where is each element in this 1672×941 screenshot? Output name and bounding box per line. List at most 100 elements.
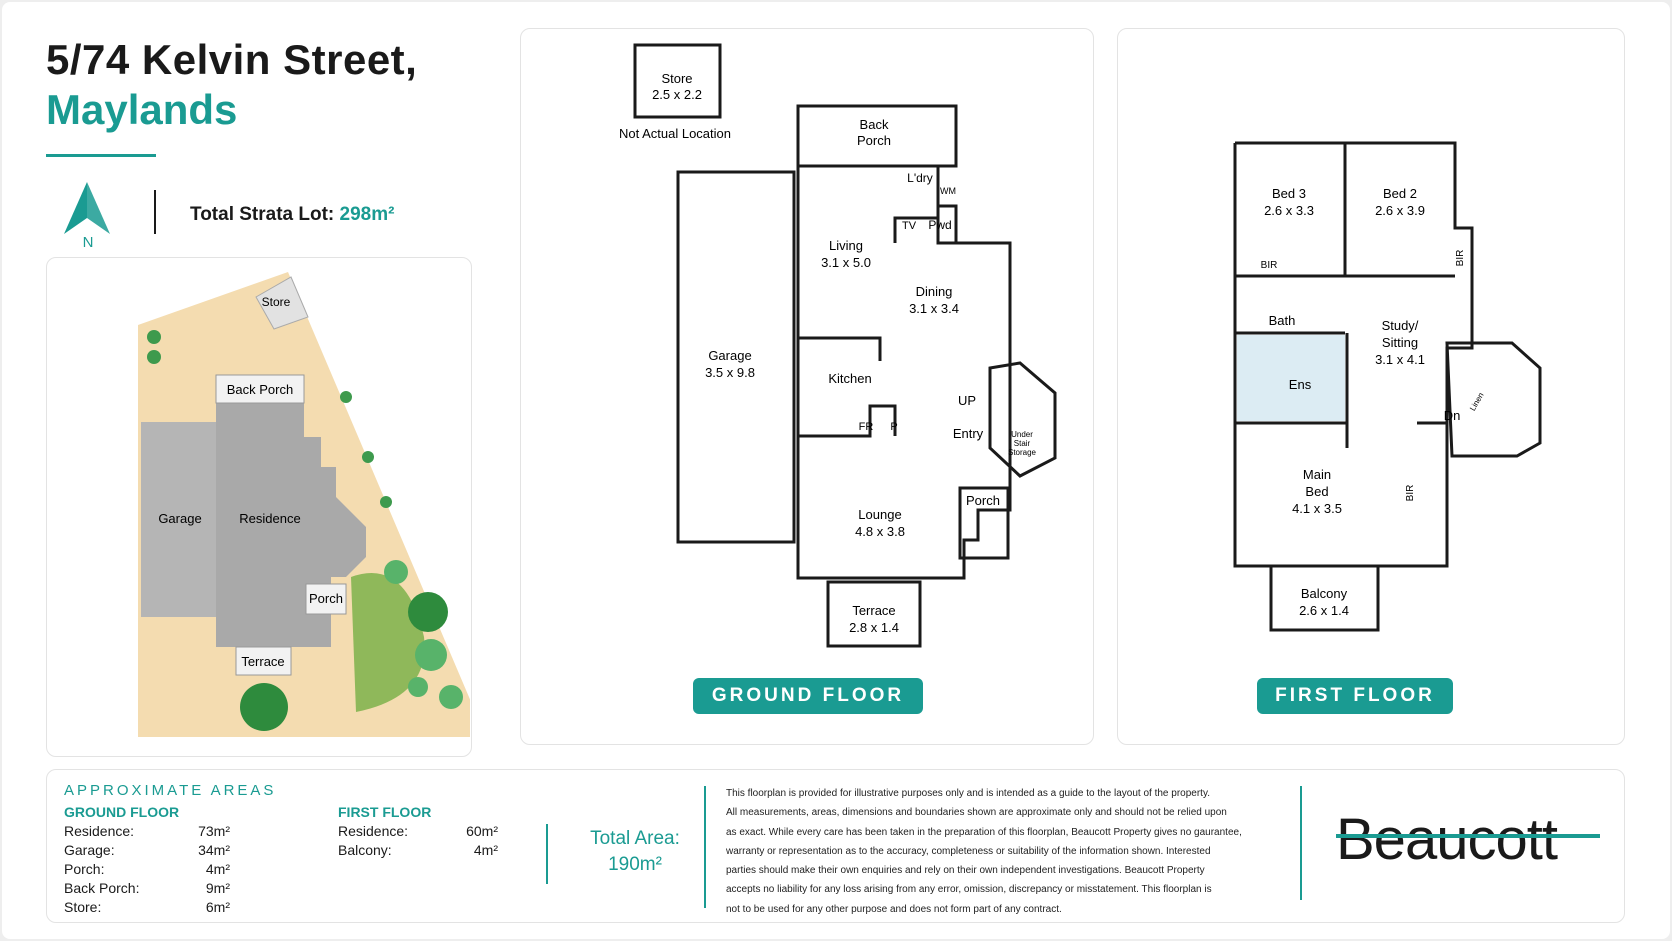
ff-study-1: Study/ (1382, 318, 1419, 333)
disclaimer-separator-right (1300, 786, 1302, 900)
gf-entry: Entry (953, 426, 984, 441)
strata-value: 298m² (339, 204, 395, 225)
area-row-label: Back Porch: (64, 880, 140, 896)
ff-bir-2: BIR (1455, 250, 1466, 267)
disclaimer-line: not to be used for any other purpose and… (726, 903, 1062, 915)
strata-label: Total Strata Lot: (190, 204, 335, 225)
header-separator (154, 190, 156, 234)
disclaimer-line: parties should make their own enquiries … (726, 865, 1205, 877)
gf-store-note: Not Actual Location (619, 126, 731, 141)
ff-linen: Linen (1468, 391, 1486, 412)
ff-main-2: Bed (1305, 484, 1328, 499)
ff-balcony: Balcony (1301, 586, 1348, 601)
gf-under-1: Under (1011, 430, 1033, 439)
ff-main-dim: 4.1 x 3.5 (1292, 501, 1342, 516)
area-row-value: 4m² (205, 861, 230, 877)
gf-laundry: L'dry (907, 171, 933, 185)
area-row-value: 9m² (205, 880, 230, 896)
area-row-value: 4m² (473, 842, 498, 858)
area-row-label: Residence: (64, 823, 135, 839)
site-residence-label: Residence (239, 511, 300, 526)
area-row-value: 73m² (198, 823, 230, 839)
gf-up: UP (958, 393, 976, 408)
info-panel (46, 769, 1625, 923)
ff-balcony-dim: 2.6 x 1.4 (1299, 603, 1349, 618)
total-area-label: Total Area: (590, 828, 680, 849)
ff-dn: Dn (1444, 408, 1461, 423)
ff-bath: Bath (1269, 313, 1296, 328)
gf-living: Living (829, 238, 863, 253)
ground-floor-button[interactable]: GROUND FLOOR (693, 678, 923, 714)
ff-study-2: Sitting (1382, 335, 1418, 350)
gf-tv: TV (902, 220, 917, 232)
strata-lot: Total Strata Lot: 298m² (190, 204, 394, 226)
beaucott-logo: Beaucott (1336, 807, 1558, 872)
ground-areas-heading: GROUND FLOOR (64, 804, 180, 820)
total-area-value: 190m² (608, 854, 662, 875)
area-row-label: Garage: (64, 842, 115, 858)
gf-lounge-dim: 4.8 x 3.8 (855, 524, 905, 539)
area-row-value: 60m² (466, 823, 498, 839)
title-rule (46, 154, 156, 157)
total-separator (546, 824, 548, 884)
gf-lounge: Lounge (858, 507, 901, 522)
first-floor-plan: Bed 3 2.6 x 3.3 Bed 2 2.6 x 3.9 BIR BIR … (1233, 141, 1542, 632)
ff-bir-3: BIR (1405, 485, 1416, 502)
gf-pantry: P (890, 421, 897, 433)
ground-floor-plan: Store 2.5 x 2.2 Not Actual Location Back… (619, 43, 1057, 648)
first-areas-heading: FIRST FLOOR (338, 804, 432, 820)
first-floor-button[interactable]: FIRST FLOOR (1257, 678, 1453, 714)
gf-kitchen: Kitchen (828, 371, 871, 386)
north-letter: N (83, 234, 94, 250)
disclaimer-line: This floorplan is provided for illustrat… (726, 788, 1210, 799)
total-area: Total Area: 190m² (575, 826, 695, 878)
ff-bed3-dim: 2.6 x 3.3 (1264, 203, 1314, 218)
ground-floor-panel (520, 28, 1094, 745)
disclaimer-line: accepts no liability for any loss arisin… (726, 884, 1212, 896)
area-row-label: Balcony: (338, 842, 392, 858)
north-arrow-icon: N (64, 182, 110, 250)
area-row-label: Porch: (64, 861, 105, 877)
area-row-label: Residence: (338, 823, 409, 839)
disclaimer-separator-left (704, 786, 706, 908)
site-store-label: Store (262, 295, 291, 309)
ff-bed3: Bed 3 (1272, 186, 1306, 201)
site-plan: Store Garage Residence Back Porch Porch … (138, 272, 470, 737)
site-garage-label: Garage (158, 511, 201, 526)
gf-garage-dim: 3.5 x 9.8 (705, 365, 755, 380)
disclaimer-line: as exact. While every care has been take… (726, 826, 1242, 838)
logo-accent-bar (1336, 834, 1600, 838)
gf-wm: WM (940, 186, 956, 196)
gf-living-dim: 3.1 x 5.0 (821, 255, 871, 270)
address-line-1: 5/74 Kelvin Street, (46, 36, 418, 83)
ff-bir-1: BIR (1261, 260, 1278, 271)
ff-main-1: Main (1303, 467, 1331, 482)
disclaimer-line: warranty or representation as to the acc… (726, 845, 1211, 857)
gf-under-2: Stair (1014, 439, 1031, 448)
area-row-value: 6m² (205, 899, 230, 915)
site-terrace-label: Terrace (241, 654, 284, 669)
gf-garage: Garage (708, 348, 751, 363)
address-suburb: Maylands (46, 86, 238, 133)
site-back-porch-label: Back Porch (227, 382, 293, 397)
area-row-label: Store: (64, 899, 102, 915)
gf-dining: Dining (916, 284, 953, 299)
ff-study-dim: 3.1 x 4.1 (1375, 352, 1425, 367)
ff-bed2: Bed 2 (1383, 186, 1417, 201)
ff-bed2-dim: 2.6 x 3.9 (1375, 203, 1425, 218)
gf-store-name: Store (661, 71, 692, 86)
gf-under-3: Storage (1008, 448, 1037, 457)
gf-porch: Porch (966, 493, 1000, 508)
ff-ens: Ens (1289, 377, 1312, 392)
gf-store-dim: 2.5 x 2.2 (652, 87, 702, 102)
disclaimer: This floorplan is provided for illustrat… (726, 784, 1286, 919)
gf-dining-dim: 3.1 x 3.4 (909, 301, 959, 316)
gf-fr: FR (859, 421, 874, 433)
disclaimer-line: All measurements, areas, dimensions and … (726, 807, 1227, 819)
gf-back-porch-1: Back (860, 117, 889, 132)
gf-terrace-dim: 2.8 x 1.4 (849, 620, 899, 635)
gf-terrace: Terrace (852, 603, 895, 618)
gf-pwd: Pwd (928, 218, 951, 232)
gf-back-porch-2: Porch (857, 133, 891, 148)
site-porch-label: Porch (309, 591, 343, 606)
